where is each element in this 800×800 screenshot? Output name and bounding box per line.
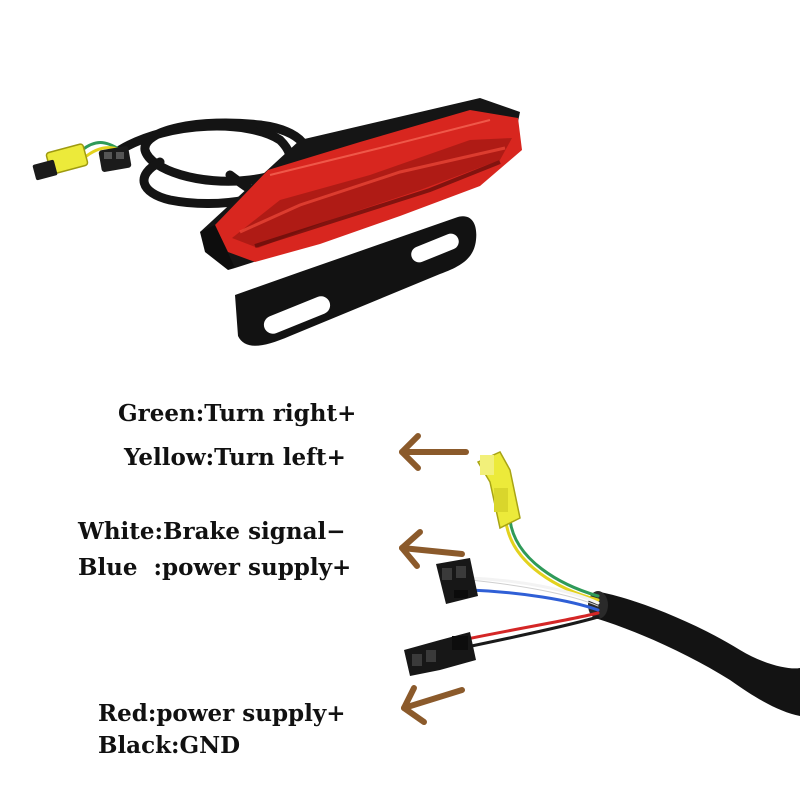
label-green: Green:Turn right+	[118, 400, 357, 427]
black-connector-lower	[404, 632, 476, 676]
label-red: Red:power supply+	[98, 700, 346, 727]
yellow-connector	[476, 451, 521, 530]
label-white: White:Brake signal−	[78, 518, 346, 545]
main-cable	[588, 591, 800, 716]
label-yellow: Yellow:Turn left+	[124, 444, 346, 471]
arrow-left-icon	[401, 685, 465, 725]
arrow-left-icon	[399, 433, 469, 471]
tail-light	[200, 98, 522, 346]
label-black: Black:GND	[98, 732, 241, 759]
arrow-left-icon	[399, 529, 465, 569]
wire-bundle	[460, 518, 600, 650]
top-yellow-connector	[32, 143, 89, 181]
black-connector-upper	[436, 558, 478, 604]
label-blue: Blue :power supply+	[78, 554, 352, 581]
top-black-connector	[98, 146, 132, 172]
